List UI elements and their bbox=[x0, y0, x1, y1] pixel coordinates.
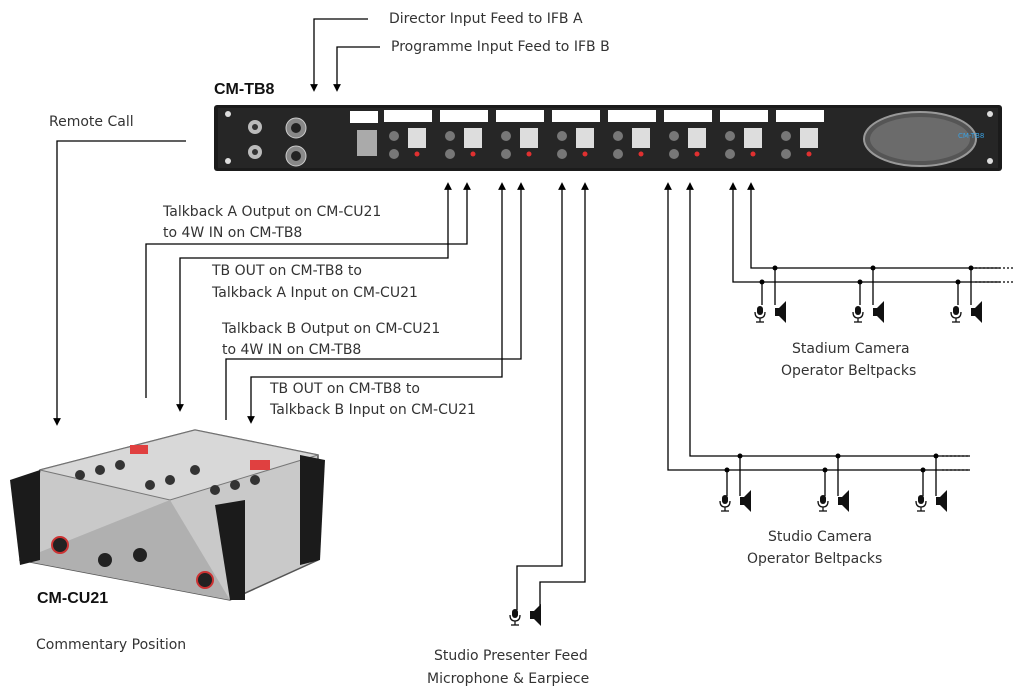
talk-channel-strip bbox=[720, 110, 768, 159]
panel-brand-badge: CM-TB8 bbox=[958, 132, 985, 140]
cm-cu21-title: CM-CU21 bbox=[37, 590, 109, 607]
presenter-label-line1: Studio Presenter Feed bbox=[434, 648, 588, 664]
talk-channel-strip bbox=[776, 110, 824, 159]
tb-a-output-label-line2: to 4W IN on CM-TB8 bbox=[163, 225, 303, 241]
tb-a-output-label-line1: Talkback A Output on CM-CU21 bbox=[163, 204, 382, 220]
tb-out-a-label-line1: TB OUT on CM-TB8 to bbox=[212, 263, 362, 279]
presenter-label-line2: Microphone & Earpiece bbox=[427, 671, 590, 687]
director-feed-label: Director Input Feed to IFB A bbox=[389, 11, 583, 27]
presenter-icons bbox=[509, 604, 541, 626]
cm-cu21-caption: Commentary Position bbox=[36, 637, 187, 653]
talk-channel-strip bbox=[440, 110, 488, 159]
stadium-group-label-line2: Operator Beltpacks bbox=[781, 363, 917, 379]
studio-beltpack-icons bbox=[719, 490, 947, 512]
studio-group-label-line2: Operator Beltpacks bbox=[747, 551, 883, 567]
tb-out-a-label-line2: Talkback A Input on CM-CU21 bbox=[212, 285, 418, 301]
tb-b-output-label-line1: Talkback B Output on CM-CU21 bbox=[222, 321, 441, 337]
talk-channel-strip bbox=[496, 110, 544, 159]
stadium-group-label-line1: Stadium Camera bbox=[792, 341, 910, 357]
talk-channel-strip bbox=[552, 110, 600, 159]
remote-call-label: Remote Call bbox=[49, 114, 134, 130]
cm-cu21-unit bbox=[10, 429, 325, 601]
talk-channel-strip bbox=[608, 110, 656, 159]
tb-b-output-label-line2: to 4W IN on CM-TB8 bbox=[222, 342, 362, 358]
studio-group-label-line1: Studio Camera bbox=[768, 529, 872, 545]
tb-out-b-label-line2: Talkback B Input on CM-CU21 bbox=[270, 402, 476, 418]
cm-tb8-title: CM-TB8 bbox=[214, 81, 275, 98]
talk-channel-strips bbox=[384, 110, 824, 159]
tb-out-b-label-line1: TB OUT on CM-TB8 to bbox=[270, 381, 420, 397]
talk-channel-strip bbox=[384, 110, 432, 159]
talk-channel-strip bbox=[664, 110, 712, 159]
programme-feed-label: Programme Input Feed to IFB B bbox=[391, 39, 610, 55]
stadium-beltpack-icons bbox=[754, 301, 982, 323]
